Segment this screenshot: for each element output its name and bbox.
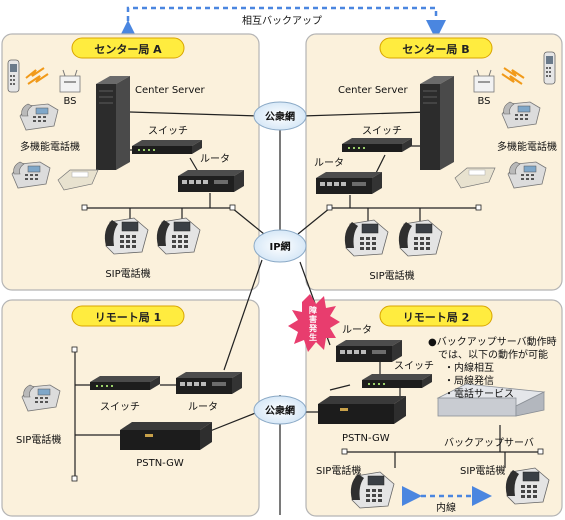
label-switch-b: スイッチ (362, 125, 402, 137)
label-switch-r2: スイッチ (394, 360, 434, 372)
backup-note-line-5: ・電話サービス (444, 387, 514, 400)
extension-call-arrow: 内線 (402, 486, 492, 514)
backup-note: ●バックアップサーバ動作時 では、以下の動作が可能 ・内線相互 ・局線発信 ・電… (428, 335, 557, 400)
wireless-signal-icon (503, 67, 525, 79)
title-box-center-b (379, 37, 493, 59)
label-switch-r1: スイッチ (100, 401, 140, 413)
switch-icon (90, 376, 160, 390)
title-box-remote-2 (379, 305, 493, 327)
backup-server-icon (436, 383, 546, 417)
mutual-backup-label: 相互バックアップ (242, 14, 322, 27)
backup-note-line-2: では、以下の動作が可能 (438, 348, 548, 361)
label-pstn-gw-r1: PSTN-GW (136, 458, 184, 469)
label-center-server-b: Center Server (338, 85, 409, 96)
label-bs-b: BS (477, 96, 490, 107)
failure-burst-icon: 障 害 発 生 (288, 294, 340, 352)
lan-terminators (71, 204, 544, 482)
pstn-gateway-icon (120, 422, 212, 450)
label-router-b: ルータ (314, 157, 344, 169)
label-router-r2: ルータ (342, 324, 372, 336)
public-network-cloud-top: 公衆網 (253, 101, 307, 131)
label-sip-phone-r2-right: SIP電話機 (460, 464, 505, 477)
title-center-b: センター局 B (402, 43, 469, 56)
switch-icon (342, 138, 412, 152)
public-network-cloud-bottom: 公衆網 (253, 395, 307, 425)
center-server-icon (96, 76, 130, 170)
router-icon (316, 172, 382, 194)
label-sip-phone-a: SIP電話機 (105, 267, 150, 280)
switch-icon (132, 140, 202, 154)
label-sip-phone-b: SIP電話機 (369, 269, 414, 282)
label-multi-phone-b: 多機能電話機 (497, 140, 557, 153)
label-backup-server: バックアップサーバ (444, 437, 534, 449)
title-remote-1: リモート局 1 (95, 311, 161, 324)
svg-text:公衆網: 公衆網 (265, 404, 295, 417)
label-router-a: ルータ (200, 153, 230, 165)
switch-icon (362, 374, 432, 388)
failure-char-4: 生 (309, 332, 317, 342)
connection-lines (74, 111, 540, 515)
router-icon (336, 340, 402, 362)
failure-char-2: 害 (309, 314, 317, 324)
multi-function-phone-icon (507, 161, 547, 189)
sip-phone-icon (21, 384, 61, 412)
label-sip-phone-r2-left: SIP電話機 (316, 464, 361, 477)
wireless-signal-icon (27, 73, 49, 85)
title-remote-2: リモート局 2 (403, 311, 469, 324)
title-center-a: センター局 A (94, 43, 162, 56)
label-sip-phone-r1: SIP電話機 (16, 433, 61, 446)
pstn-gateway-icon (318, 396, 406, 424)
label-center-server-a: Center Server (135, 85, 206, 96)
mutual-backup-arrow: 相互バックアップ (118, 6, 446, 40)
label-switch-a: スイッチ (148, 125, 188, 137)
label-pstn-gw-r2: PSTN-GW (342, 433, 390, 444)
multi-function-phone-icon (19, 103, 59, 131)
handset-icon (543, 51, 556, 85)
title-box-center-a (71, 37, 185, 59)
svg-text:IP網: IP網 (269, 240, 290, 253)
svg-text:公衆網: 公衆網 (265, 110, 295, 123)
ip-network-cloud: IP網 (253, 229, 307, 263)
router-icon (178, 170, 244, 192)
router-icon (176, 372, 242, 394)
label-multi-phone-a: 多機能電話機 (20, 140, 80, 153)
label-router-r1: ルータ (188, 401, 218, 413)
label-naisen: 内線 (436, 501, 456, 514)
label-bs-a: BS (63, 96, 76, 107)
failure-char-1: 障 (309, 305, 317, 315)
backup-note-line-1: ●バックアップサーバ動作時 (428, 335, 557, 348)
failure-char-3: 発 (308, 323, 318, 333)
title-box-remote-1 (71, 305, 185, 327)
center-server-icon (420, 76, 454, 170)
wireless-signal-icon (501, 73, 523, 85)
backup-note-line-4: ・局線発信 (444, 374, 494, 387)
multi-function-phone-icon (501, 101, 541, 129)
backup-note-line-3: ・内線相互 (444, 361, 494, 374)
multi-function-phone-icon (11, 161, 51, 189)
handset-icon (7, 59, 20, 93)
wireless-signal-icon (25, 67, 45, 79)
